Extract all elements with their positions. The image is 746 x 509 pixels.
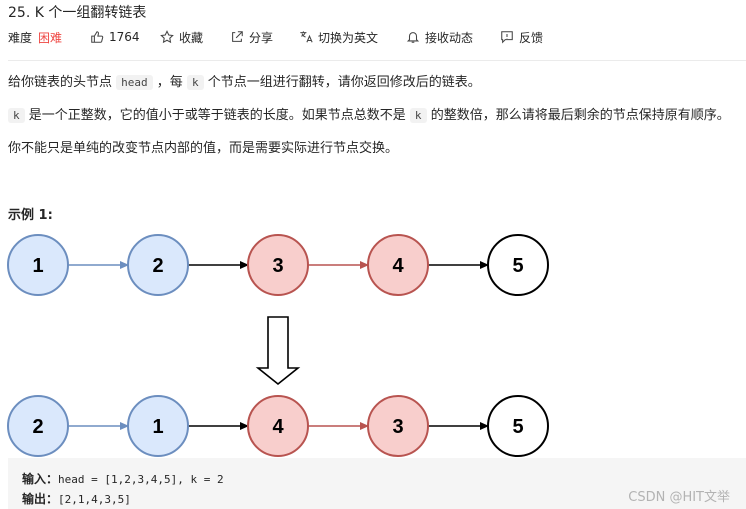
list-node: 1 (7, 234, 69, 296)
node-label: 3 (392, 416, 403, 438)
follow-updates-label: 接收动态 (425, 30, 474, 45)
node-label: 1 (152, 416, 163, 438)
switch-language-button[interactable]: 切换为英文 (299, 28, 378, 46)
star-icon (160, 30, 174, 44)
input-value: head = [1,2,3,4,5], k = 2 (58, 473, 224, 486)
node-label: 4 (392, 255, 404, 277)
list-node: 4 (247, 395, 309, 457)
list-node: 1 (127, 395, 189, 457)
list-node: 2 (127, 234, 189, 296)
description-paragraph-1: 给你链表的头节点 head ，每 k 个节点一组进行翻转，请你返回修改后的链表。 (8, 74, 481, 92)
desc-text: 的整数倍，那么请将最后剩余的节点保持原有顺序。 (430, 108, 730, 123)
share-icon (232, 31, 243, 42)
node-label: 3 (272, 255, 283, 277)
list-node: 5 (487, 234, 549, 296)
node-label: 5 (512, 416, 523, 438)
share-label: 分享 (249, 30, 274, 45)
feedback-button[interactable]: 反馈 (500, 28, 543, 46)
bell-icon (406, 32, 420, 43)
list-node: 4 (367, 234, 429, 296)
desc-text: 个节点一组进行翻转，请你返回修改后的链表。 (207, 75, 481, 90)
node-label: 4 (272, 416, 284, 438)
list-node: 3 (247, 234, 309, 296)
watermark: CSDN @HIT文举 (628, 490, 730, 505)
inline-code-k: k (186, 75, 204, 90)
thumbs-up-icon (91, 31, 104, 43)
difficulty-value: 困难 (38, 30, 63, 45)
input-label: 输入： (22, 472, 59, 486)
feedback-icon (501, 31, 513, 44)
problem-title: 25. K 个一组翻转链表 (8, 5, 147, 21)
follow-updates-button[interactable]: 接收动态 (406, 28, 473, 46)
inline-code-k: k (409, 108, 427, 123)
desc-text: ，每 (156, 75, 183, 90)
difficulty-label: 难度 (8, 30, 33, 45)
example-input: 输入：head = [1,2,3,4,5], k = 2 (22, 470, 224, 487)
linked-list-diagram: 1 2 3 4 5 2 1 4 3 5 (7, 234, 549, 457)
node-label: 5 (512, 255, 523, 277)
difficulty: 难度 困难 (8, 28, 62, 46)
desc-text: 给你链表的头节点 (8, 75, 113, 90)
description-paragraph-2: k 是一个正整数，它的值小于或等于链表的长度。如果节点总数不是 k 的整数倍，那… (8, 107, 730, 125)
like-button[interactable]: 1764 (90, 28, 140, 46)
translate-icon (300, 31, 313, 43)
list-node: 5 (487, 395, 549, 457)
down-arrow-icon (255, 316, 301, 386)
example-io-block (8, 458, 746, 509)
node-label: 2 (32, 416, 43, 438)
list-node: 3 (367, 395, 429, 457)
switch-language-label: 切换为英文 (318, 30, 379, 45)
example-title: 示例 1: (8, 208, 53, 223)
header-divider (8, 60, 746, 61)
feedback-label: 反馈 (519, 30, 544, 45)
favorite-button[interactable]: 收藏 (160, 28, 203, 46)
description-paragraph-3: 你不能只是单纯的改变节点内部的值，而是需要实际进行节点交换。 (8, 141, 399, 156)
output-label: 输出： (22, 492, 59, 506)
node-label: 2 (152, 255, 163, 277)
favorite-label: 收藏 (179, 30, 204, 45)
likes-count: 1764 (109, 30, 140, 44)
share-button[interactable]: 分享 (230, 28, 273, 46)
node-label: 1 (32, 255, 43, 277)
problem-meta-bar: 难度 困难 1764 收藏 分享 切换为英文 接收动态 反馈 (8, 28, 738, 46)
inline-code-k: k (8, 108, 25, 123)
example-output: 输出：[2,1,4,3,5] (22, 490, 131, 507)
inline-code-head: head (116, 75, 153, 90)
output-value: [2,1,4,3,5] (58, 493, 131, 506)
list-node: 2 (7, 395, 69, 457)
desc-text: 是一个正整数，它的值小于或等于链表的长度。如果节点总数不是 (28, 108, 406, 123)
